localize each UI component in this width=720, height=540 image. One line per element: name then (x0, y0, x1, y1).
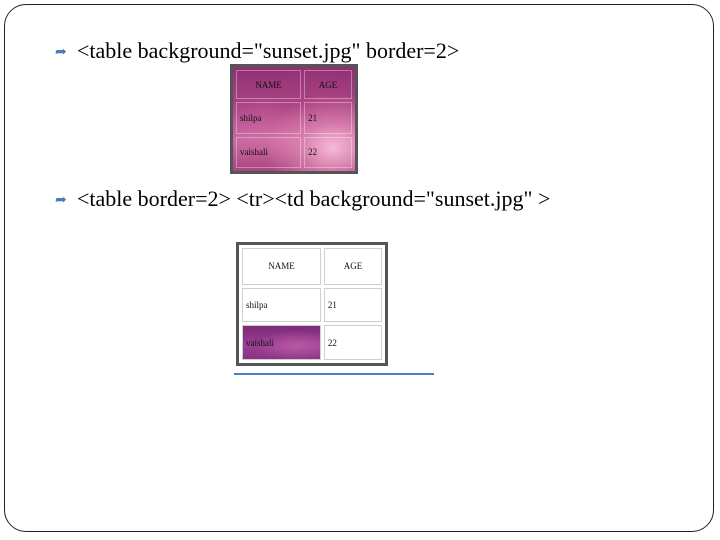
table-row: shilpa 21 (236, 102, 352, 134)
table-header-row: NAME AGE (236, 70, 352, 100)
cell-name: shilpa (242, 287, 321, 323)
table-with-background: NAME AGE shilpa 21 vaishali 22 (230, 64, 358, 174)
header-name: NAME (242, 248, 321, 285)
header-name: NAME (236, 70, 302, 100)
table-row: vaishali 22 (242, 325, 382, 360)
cell-age: 22 (304, 136, 352, 168)
table-with-cell-background: NAME AGE shilpa 21 vaishali 22 (236, 242, 388, 366)
cell-name-sunset: vaishali (242, 325, 321, 360)
header-age: AGE (304, 70, 352, 100)
bullet-text-td-background: ➦ <table border=2> <tr><td background="su… (55, 188, 550, 210)
bullet-text-table-background: ➦ <table background="sunset.jpg" border=2… (55, 40, 459, 62)
cell-name: shilpa (236, 102, 302, 134)
cell-name: vaishali (236, 136, 302, 168)
bullet-text: <table background="sunset.jpg" border=2> (77, 38, 460, 63)
cell-age: 22 (323, 325, 382, 360)
bullet-text: <table border=2> <tr><td background="sun… (77, 186, 551, 211)
cell-age: 21 (304, 102, 352, 134)
table-row: shilpa 21 (242, 287, 382, 323)
curved-arrow-bullet-icon: ➦ (55, 192, 67, 208)
curved-arrow-bullet-icon: ➦ (55, 44, 67, 60)
underline-divider (234, 373, 434, 375)
cell-age: 21 (323, 287, 382, 323)
table-row: vaishali 22 (236, 136, 352, 168)
table-header-row: NAME AGE (242, 248, 382, 285)
header-age: AGE (323, 248, 382, 285)
